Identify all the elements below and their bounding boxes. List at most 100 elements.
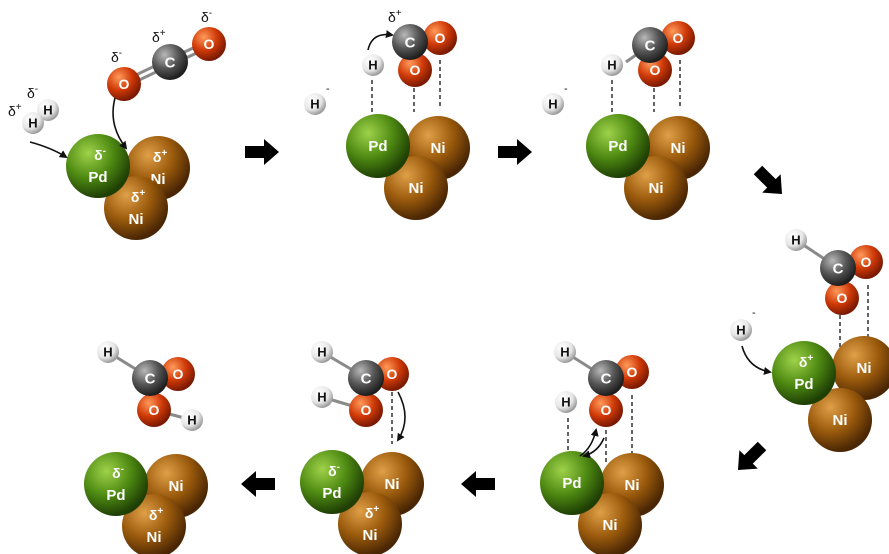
h-label: H	[28, 116, 37, 131]
step-arrow-shape	[498, 139, 532, 165]
ni-atom	[578, 493, 642, 554]
ni-atom	[832, 336, 889, 400]
ni-atom	[122, 494, 186, 554]
c-label: C	[145, 370, 156, 387]
oxygen-atom	[192, 27, 226, 61]
delta-plus-charge: δ+	[8, 102, 22, 119]
reaction-step-arrow	[245, 139, 279, 165]
hydrogen-atom	[362, 54, 384, 76]
step-arrow-shape	[737, 441, 767, 471]
oxygen-atom	[137, 393, 171, 427]
hydrogen-atom	[97, 341, 119, 363]
reaction-step-arrow	[498, 139, 532, 165]
reaction-step-arrow	[737, 441, 767, 471]
delta-minus-charge: δ-	[94, 146, 106, 163]
h-label: H	[368, 58, 377, 73]
reaction-step-arrow	[753, 165, 783, 195]
ni-label: Ni	[385, 476, 400, 493]
ni-label: Ni	[169, 478, 184, 495]
o-label: O	[173, 366, 184, 382]
delta-minus-charge: δ-	[27, 84, 38, 101]
pd-atom	[300, 450, 364, 514]
electron-transfer-arrow	[112, 97, 128, 150]
ni-label: Ni	[857, 360, 872, 377]
hydrogen-atom	[601, 54, 623, 76]
hydride-charge: -	[326, 83, 330, 95]
oxygen-atom	[423, 21, 457, 55]
reaction-step-arrow	[241, 471, 275, 497]
h-label: H	[560, 345, 569, 360]
pd-label: Pd	[608, 138, 627, 155]
hydrogen-atom	[37, 99, 59, 121]
delta-minus-charge: δ-	[328, 462, 340, 479]
ni-atom	[104, 176, 168, 240]
hydride-charge: -	[752, 307, 756, 319]
ni-label: Ni	[833, 412, 848, 429]
hydrogen-atom	[311, 341, 333, 363]
electron-transfer-arrow	[741, 345, 772, 375]
electron-transfer-arrow	[579, 428, 599, 457]
o-label: O	[673, 30, 684, 46]
c-label: C	[165, 54, 176, 71]
carbon-atom	[152, 44, 188, 80]
o-label: O	[861, 254, 872, 270]
pd-label: Pd	[368, 138, 387, 155]
ni-label: Ni	[649, 180, 664, 197]
c-label: C	[645, 37, 656, 54]
delta-plus-charge: δ+	[153, 148, 168, 165]
o-label: O	[627, 364, 638, 380]
oxygen-atom	[349, 393, 383, 427]
h-label: H	[548, 97, 557, 112]
o-label: O	[361, 402, 372, 418]
step-arrow-shape	[461, 471, 495, 497]
delta-plus-charge: δ+	[152, 28, 166, 45]
o-label: O	[204, 36, 215, 52]
ni-label: Ni	[671, 140, 686, 157]
ni-label: Ni	[363, 527, 378, 544]
pd-atom	[66, 134, 130, 198]
h-label: H	[43, 103, 52, 118]
hydrogen-atom	[311, 386, 333, 408]
ni-label: Ni	[625, 477, 640, 494]
h-label: H	[310, 97, 319, 112]
delta-minus-charge: δ-	[112, 464, 124, 481]
hydrogen-atom	[554, 341, 576, 363]
oxygen-atom	[375, 357, 409, 391]
hydride-charge: -	[564, 83, 568, 95]
c-label: C	[361, 370, 372, 387]
delta-plus-charge: δ+	[388, 8, 402, 25]
pd-label: Pd	[322, 485, 341, 502]
oxygen-atom	[661, 21, 695, 55]
o-label: O	[410, 62, 421, 78]
o-label: O	[387, 366, 398, 382]
electron-transfer-arrow	[582, 437, 605, 459]
step-arrow-shape	[241, 471, 275, 497]
hydrogen-atom	[542, 93, 564, 115]
h-label: H	[736, 323, 745, 338]
ni-atom	[808, 388, 872, 452]
delta-minus-charge: δ-	[201, 8, 212, 25]
carbon-atom	[392, 24, 428, 60]
hydrogen-atom	[181, 409, 203, 431]
carbon-atom	[132, 360, 168, 396]
h-label: H	[791, 233, 800, 248]
delta-plus-charge: δ+	[799, 353, 814, 370]
hydrogen-atom	[22, 112, 44, 134]
ni-atom	[624, 156, 688, 220]
oxygen-atom	[825, 281, 859, 315]
o-label: O	[650, 62, 661, 78]
pd-label: Pd	[794, 376, 813, 393]
ni-label: Ni	[603, 517, 618, 534]
o-label: O	[837, 290, 848, 306]
oxygen-atom	[398, 53, 432, 87]
c-label: C	[601, 370, 612, 387]
pd-label: Pd	[88, 169, 107, 186]
pd-label: Pd	[562, 475, 581, 492]
h-label: H	[187, 413, 196, 428]
carbon-atom	[348, 360, 384, 396]
